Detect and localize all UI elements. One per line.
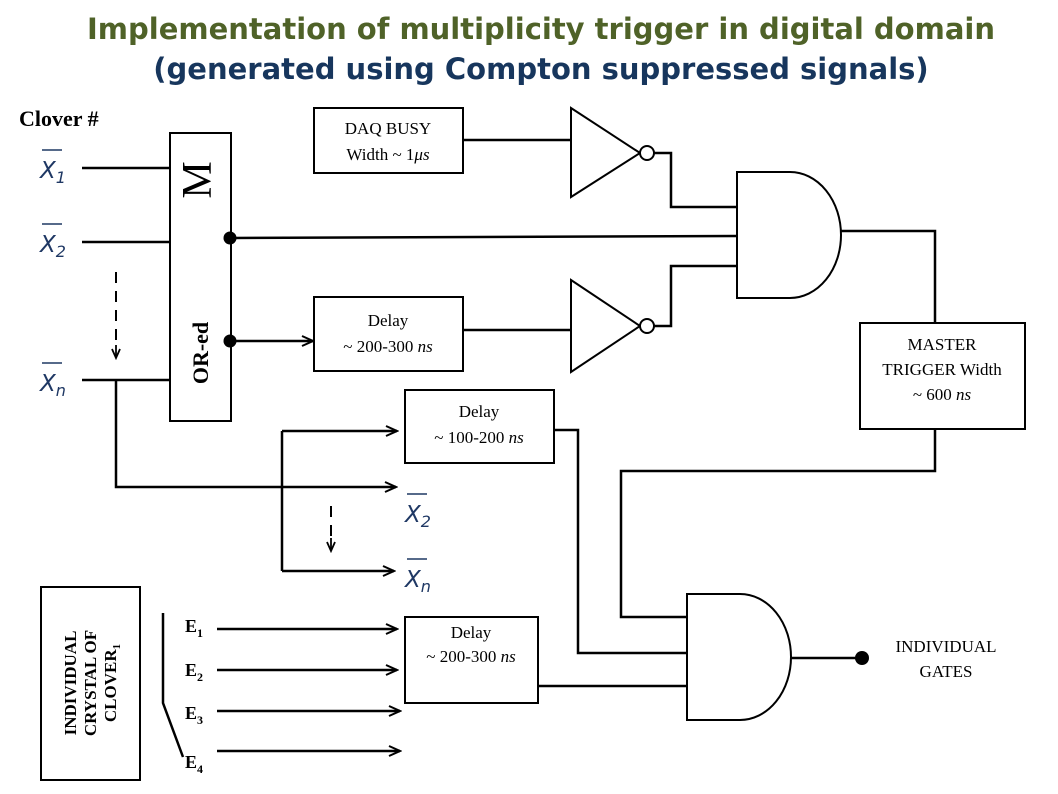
wire-to-output-x2 [114,380,396,487]
or-block-letter: M [175,161,221,198]
wire-not-top-to-and [654,151,737,209]
svg-text:Xn: Xn [39,371,66,400]
delay-box-low [404,616,539,704]
delay-box-mid [404,389,555,464]
delay-mid-line2: ~ 100-200 ns [434,428,524,447]
or-block-label: OR-ed [188,322,213,384]
input-xn-label: Xn [39,362,66,400]
wire-delay-mid-to-gate [554,428,687,655]
or-block [169,132,232,422]
svg-text:CLOVER1: CLOVER1 [101,644,123,722]
clover-heading: Clover # [19,106,99,131]
not-gate-bottom-bubble [639,318,655,334]
svg-text:X2: X2 [404,502,431,531]
gates-line2: GATES [920,662,973,681]
delay-low-line1: Delay [451,623,492,642]
crystal-label: INDIVIDUAL CRYSTAL OF CLOVER1 [61,630,123,736]
daq-busy-line2: Width ~ 1μs [346,145,430,164]
title-line-1: Implementation of multiplicity trigger i… [87,12,995,46]
delay-mid-line1: Delay [459,402,500,421]
master-line3: ~ 600 ns [913,385,972,404]
input-x2-label: X2 [39,223,66,261]
svg-text:X1: X1 [39,158,66,187]
not-gate-bottom [570,278,642,374]
crystal-selector-line [161,613,185,758]
energy-label-1: E1 [185,616,203,640]
svg-text:Xn: Xn [404,567,431,596]
wire-and-to-master [841,229,937,323]
delay-low-line2: ~ 200-300 ns [426,647,516,666]
and-gate-bottom [686,593,792,721]
energy-label-4: E4 [185,752,203,776]
wire-master-to-gate [619,429,937,619]
master-trigger-box [859,322,1026,430]
master-line1: MASTER [908,335,978,354]
svg-text:INDIVIDUAL: INDIVIDUAL [61,631,80,736]
energy-label-2: E2 [185,660,203,684]
gate-output-dot [855,651,869,665]
output-x2-label: X2 [404,493,431,531]
master-line2: TRIGGER Width [882,360,1002,379]
title-line-2: (generated using Compton suppressed sign… [153,52,928,86]
delay-top-line2: ~ 200-300 ns [343,337,433,356]
daq-busy-line1: DAQ BUSY [345,119,431,138]
delay-top-line1: Delay [368,311,409,330]
input-x1-label: X1 [39,149,66,187]
wire-or-to-and [229,234,738,240]
and-gate-top [736,171,842,299]
wire-not-bottom-to-and [654,264,737,328]
gates-line1: INDIVIDUAL [895,637,996,656]
daq-busy-box [313,107,464,174]
svg-text:CRYSTAL OF: CRYSTAL OF [81,630,100,736]
not-gate-top-bubble [639,145,655,161]
delay-box-top [313,296,464,372]
crystal-box [40,586,141,781]
output-xn-label: Xn [404,558,431,596]
energy-label-3: E3 [185,703,203,727]
svg-text:X2: X2 [39,232,66,261]
not-gate-top [570,106,642,199]
